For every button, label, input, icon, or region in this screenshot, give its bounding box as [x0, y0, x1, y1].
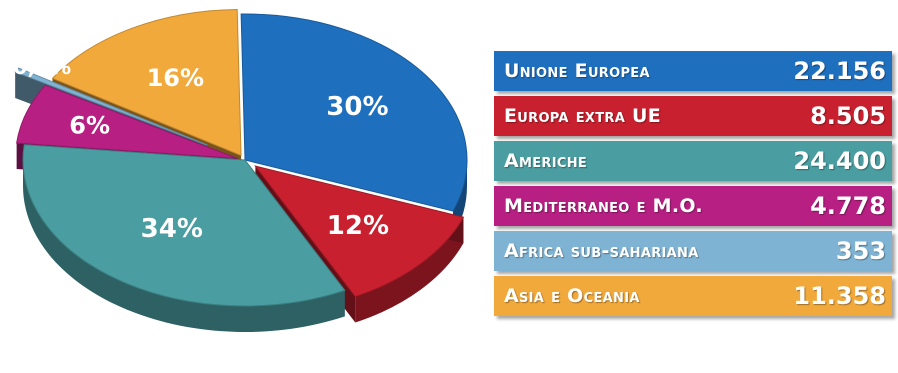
pie-slice	[51, 8, 242, 157]
legend-row-unione-europea: Unione Europea 22.156	[494, 51, 892, 91]
legend-label: Americhe	[504, 150, 588, 172]
pie-slice	[240, 13, 468, 212]
pie-percent-label: 0,5%	[13, 55, 71, 79]
legend-value: 22.156	[793, 57, 886, 85]
pie-chart: 30% 12% 34% 6% 0,5% 16%	[13, 8, 468, 332]
pie-tops	[14, 8, 468, 307]
legend-value: 353	[835, 237, 886, 265]
pie-slice	[16, 84, 238, 159]
legend-label: Europa extra UE	[504, 105, 661, 127]
legend-row-europa-extra-ue: Europa extra UE 8.505	[494, 96, 892, 136]
legend-value: 24.400	[793, 147, 886, 175]
legend-label: Mediterraneo e M.O.	[504, 195, 703, 217]
pie-percent-label: 34%	[141, 214, 203, 244]
pie-percent-label: 16%	[147, 64, 204, 92]
legend-value: 11.358	[793, 282, 886, 310]
legend-row-asia-oceania: Asia e Oceania 11.358	[494, 276, 892, 316]
legend-label: Africa sub-sahariana	[504, 240, 699, 262]
legend-row-africa-sub-sahariana: Africa sub-sahariana 353	[494, 231, 892, 271]
pie-slice	[254, 165, 465, 298]
pie-percent-label: 30%	[326, 92, 388, 122]
legend: Unione Europea 22.156 Europa extra UE 8.…	[494, 51, 892, 321]
legend-value: 8.505	[810, 102, 886, 130]
pie-slice-side	[355, 217, 464, 323]
pie-slice	[22, 144, 346, 307]
pie-labels: 30% 12% 34% 6% 0,5% 16%	[13, 55, 389, 244]
legend-row-mediterraneo: Mediterraneo e M.O. 4.778	[494, 186, 892, 226]
legend-value: 4.778	[810, 192, 886, 220]
legend-label: Asia e Oceania	[504, 285, 640, 307]
pie-percent-label: 6%	[69, 112, 110, 140]
legend-label: Unione Europea	[504, 60, 650, 82]
legend-row-americhe: Americhe 24.400	[494, 141, 892, 181]
pie-slice-side	[23, 160, 345, 332]
pie-slice	[14, 67, 208, 146]
pie-percent-label: 12%	[327, 211, 389, 241]
